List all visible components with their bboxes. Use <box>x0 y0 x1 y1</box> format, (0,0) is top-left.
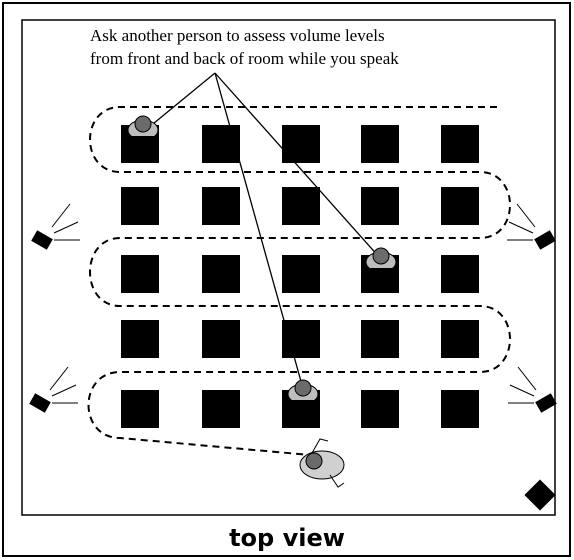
instruction-line-2: from front and back of room while you sp… <box>90 49 399 68</box>
chair-r4-c5 <box>441 320 479 358</box>
chair-r1-c2 <box>202 125 240 163</box>
chair-r2-c3 <box>282 187 320 225</box>
speaker-right-lower <box>508 366 557 413</box>
listener-person-2 <box>365 247 397 280</box>
chair-r5-c1 <box>121 390 159 428</box>
chair-r2-c4 <box>361 187 399 225</box>
chair-r3-c5 <box>441 255 479 293</box>
listener-person-1 <box>127 115 159 148</box>
walking-path <box>87 106 511 456</box>
chair-r1-c4 <box>361 125 399 163</box>
speaker-right-upper <box>507 203 556 250</box>
chair-r1-c3 <box>282 125 320 163</box>
corner-speaker-diamond <box>524 479 556 511</box>
instruction-line-1: Ask another person to assess volume leve… <box>90 26 385 45</box>
chair-r3-c3 <box>282 255 320 293</box>
chair-r4-c3 <box>282 320 320 358</box>
chair-r4-c1 <box>121 320 159 358</box>
speaker-left-lower <box>29 366 78 413</box>
chair-r5-c5 <box>441 390 479 428</box>
chair-r3-c2 <box>202 255 240 293</box>
chair-r4-c4 <box>361 320 399 358</box>
caption-top-view: top view <box>229 524 345 552</box>
chair-r2-c5 <box>441 187 479 225</box>
chair-r2-c1 <box>121 187 159 225</box>
room-walls <box>21 19 556 516</box>
speaker-left-upper <box>31 203 80 250</box>
chair-r1-c5 <box>441 125 479 163</box>
listener-person-3 <box>287 379 319 412</box>
chair-r4-c2 <box>202 320 240 358</box>
chair-r5-c2 <box>202 390 240 428</box>
walking-speaker-person <box>299 438 345 488</box>
chair-r3-c1 <box>121 255 159 293</box>
chair-r2-c2 <box>202 187 240 225</box>
chair-r5-c4 <box>361 390 399 428</box>
pointer-lines <box>147 72 381 386</box>
